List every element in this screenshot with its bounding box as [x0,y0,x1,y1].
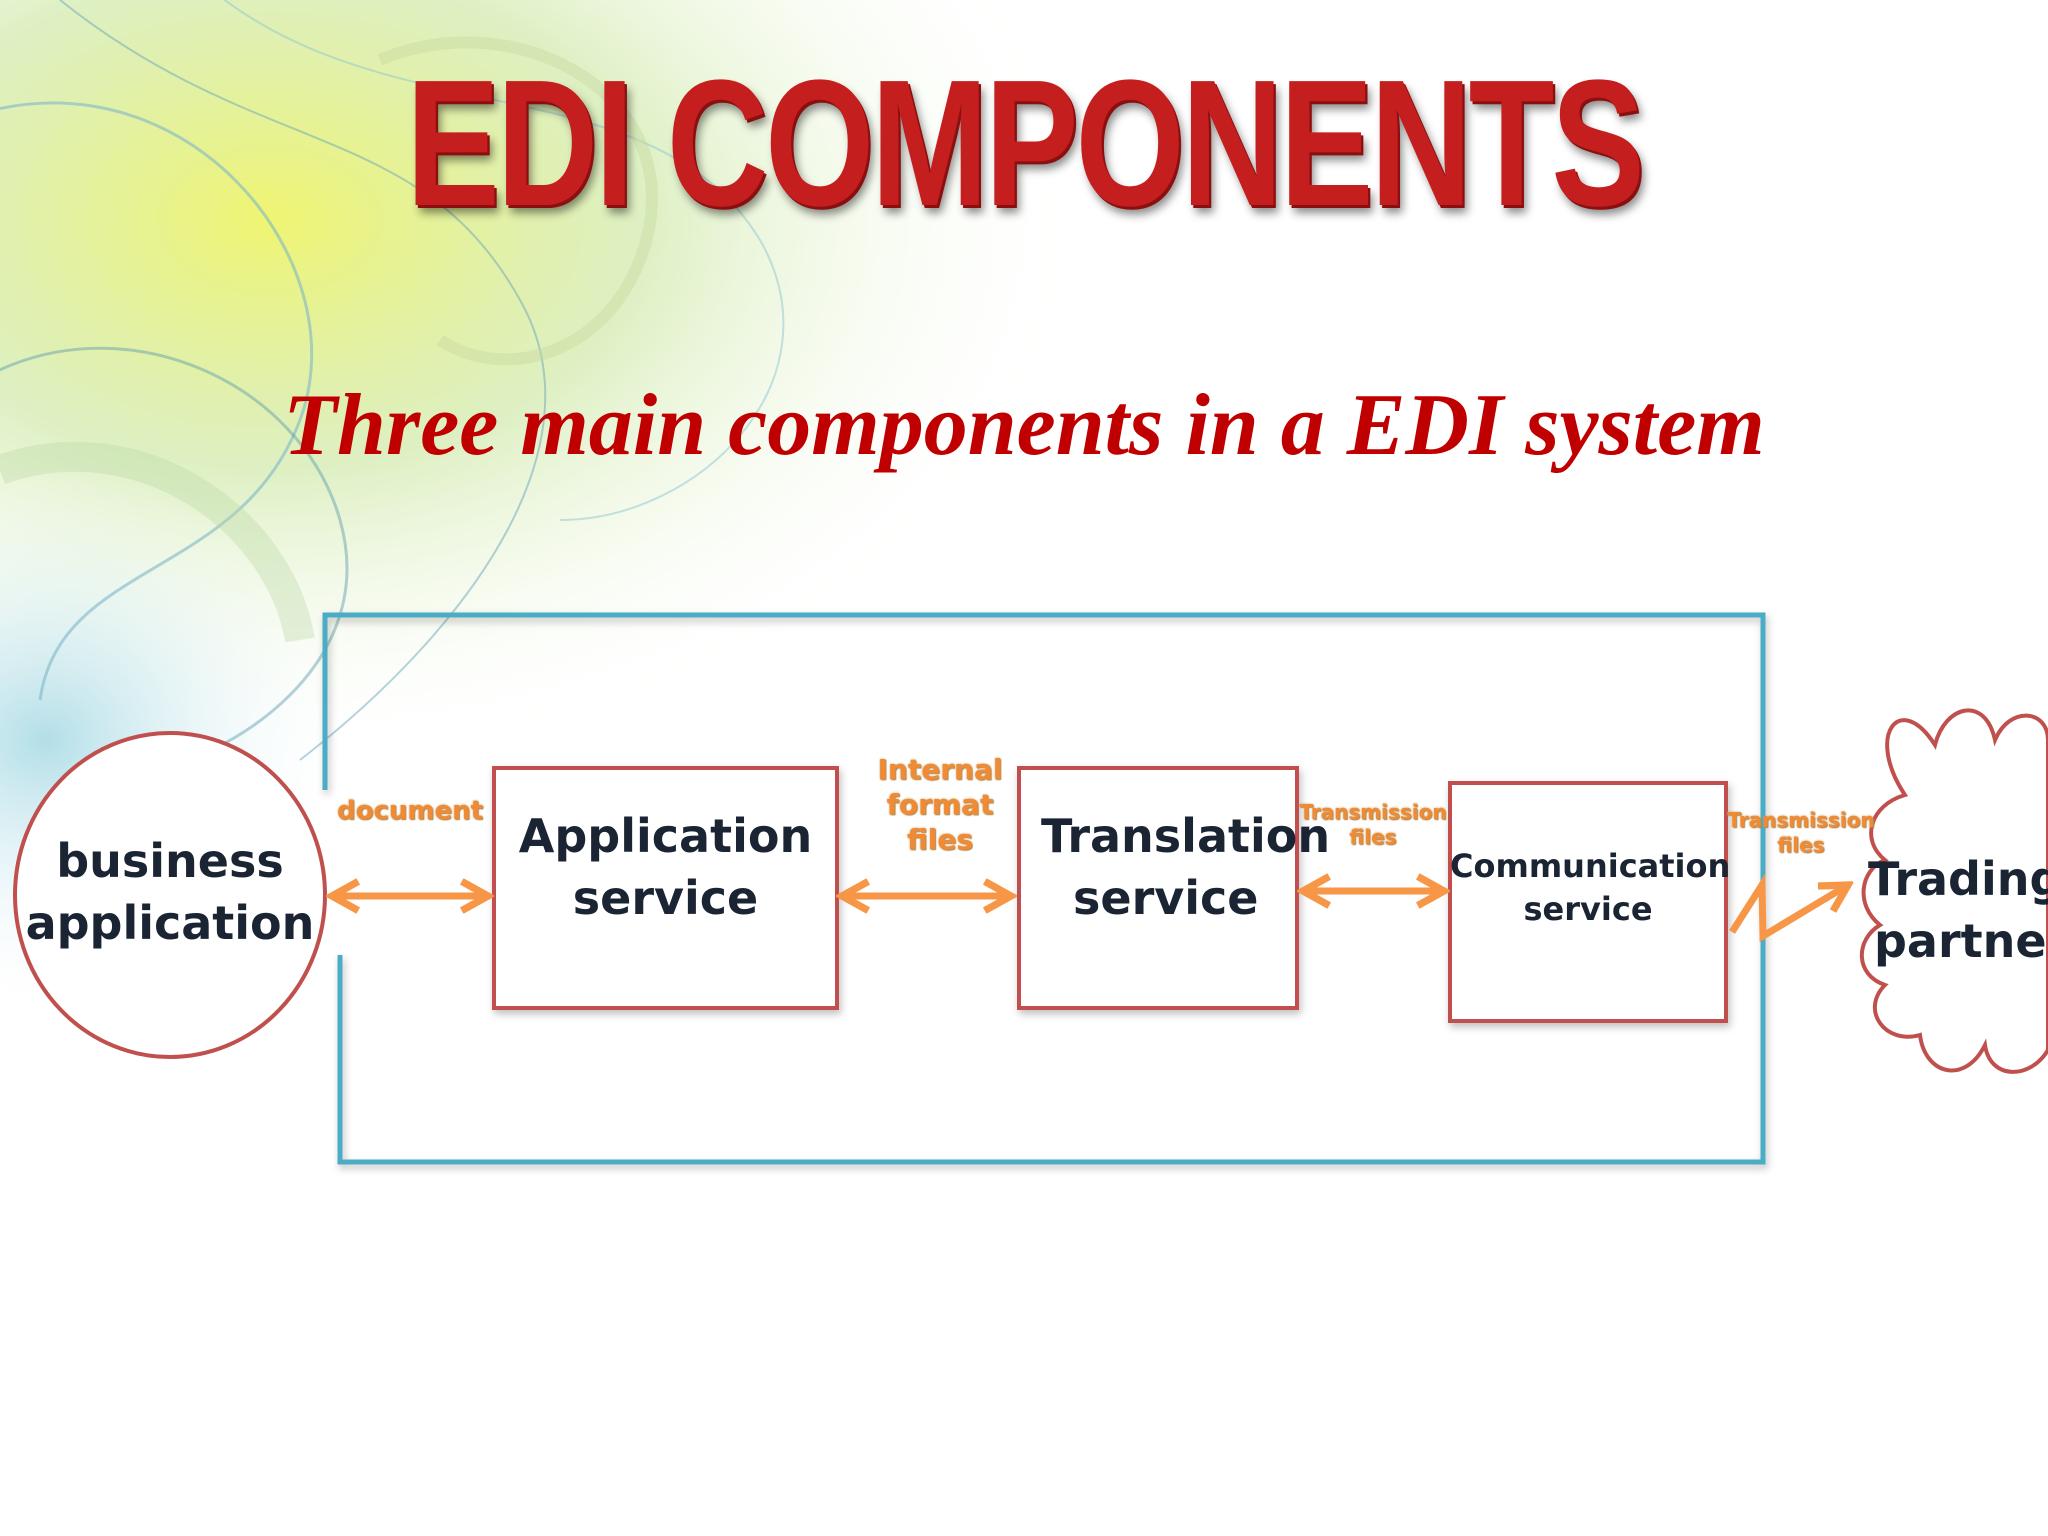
application-service-line-1: Application [518,809,813,863]
trading-partner-line-1: Trading [1868,852,2048,906]
internal-format-files-line-2: format [886,788,994,821]
internal-format-files-line-3: files [906,823,973,856]
application-service-line-2: service [572,871,759,926]
communication-service-line-1: Communication [1450,847,1731,885]
transmission-files-edge-label-1: Transmission files [1298,800,1448,850]
transmission-lightning-arrow [1729,873,1848,943]
trading-partner-label: Trading partner [1868,848,2048,972]
business-application-line-2: application [25,896,315,951]
communication-service-line-2: service [1523,890,1653,929]
slide-subtitle: Three main components in a EDI system [283,377,1765,474]
transmission-files-1-line-1: Transmission [1299,800,1447,824]
application-service-box [492,766,839,1010]
trading-partner-line-2: partner [1874,914,2048,969]
application-service-label: Application service [494,805,837,929]
business-application-line-1: business [56,834,284,888]
document-edge-label: document [336,796,484,826]
slide-title: EDI COMPONENTS [406,43,1645,244]
transmission-files-2-line-1: Transmission [1727,808,1875,832]
internal-format-files-edge-label: Internal format files [860,752,1020,857]
translation-service-box [1017,766,1299,1010]
translation-service-line-2: service [1073,871,1259,926]
communication-service-box [1448,781,1728,1023]
business-application-label: business application [20,830,320,954]
transmission-files-2-line-2: files [1777,833,1825,857]
internal-format-files-line-1: Internal [877,753,1003,786]
translation-service-line-1: Translation [1041,809,1331,863]
communication-service-label: Communication service [1450,845,1731,931]
transmission-files-1-line-2: files [1349,825,1397,849]
business-application-node [13,731,327,1059]
translation-service-label: Translation service [1019,805,1331,929]
transmission-files-edge-label-2: Transmission files [1726,808,1876,858]
trading-partner-cloud [1859,708,2048,1074]
